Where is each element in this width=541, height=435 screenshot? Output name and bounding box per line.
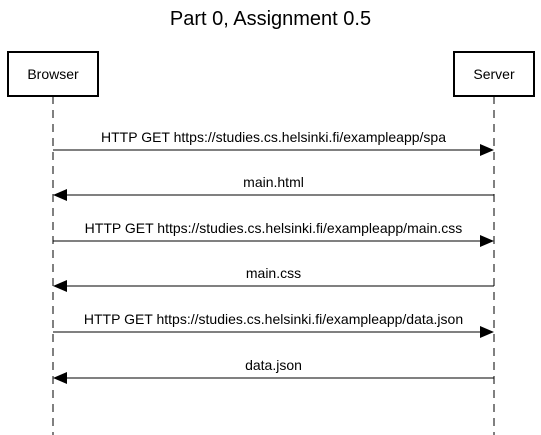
message-5: HTTP GET https://studies.cs.helsinki.fi/…: [53, 311, 494, 338]
message-label: HTTP GET https://studies.cs.helsinki.fi/…: [85, 220, 463, 236]
diagram-title: Part 0, Assignment 0.5: [170, 8, 371, 30]
messages-group: HTTP GET https://studies.cs.helsinki.fi/…: [53, 129, 494, 384]
message-label: main.html: [243, 174, 304, 190]
message-label: HTTP GET https://studies.cs.helsinki.fi/…: [84, 311, 463, 327]
arrow-head-icon: [480, 235, 494, 247]
participant-server-label: Server: [473, 66, 515, 82]
participant-server-box: [453, 51, 535, 97]
message-6: data.json: [53, 357, 494, 384]
message-3: HTTP GET https://studies.cs.helsinki.fi/…: [53, 220, 494, 247]
participant-browser: Browser: [7, 51, 99, 97]
message-label: data.json: [245, 357, 302, 373]
participant-server: Server: [453, 51, 535, 97]
arrow-head-icon: [53, 372, 67, 384]
message-1: HTTP GET https://studies.cs.helsinki.fi/…: [53, 129, 494, 156]
message-2: main.html: [53, 174, 494, 201]
participant-browser-label: Browser: [27, 66, 79, 82]
arrow-head-icon: [53, 189, 67, 201]
arrow-head-icon: [480, 144, 494, 156]
arrow-head-icon: [480, 326, 494, 338]
message-label: main.css: [246, 265, 301, 281]
message-4: main.css: [53, 265, 494, 292]
message-label: HTTP GET https://studies.cs.helsinki.fi/…: [101, 129, 446, 145]
participant-browser-box: [7, 51, 99, 97]
arrow-head-icon: [53, 280, 67, 292]
